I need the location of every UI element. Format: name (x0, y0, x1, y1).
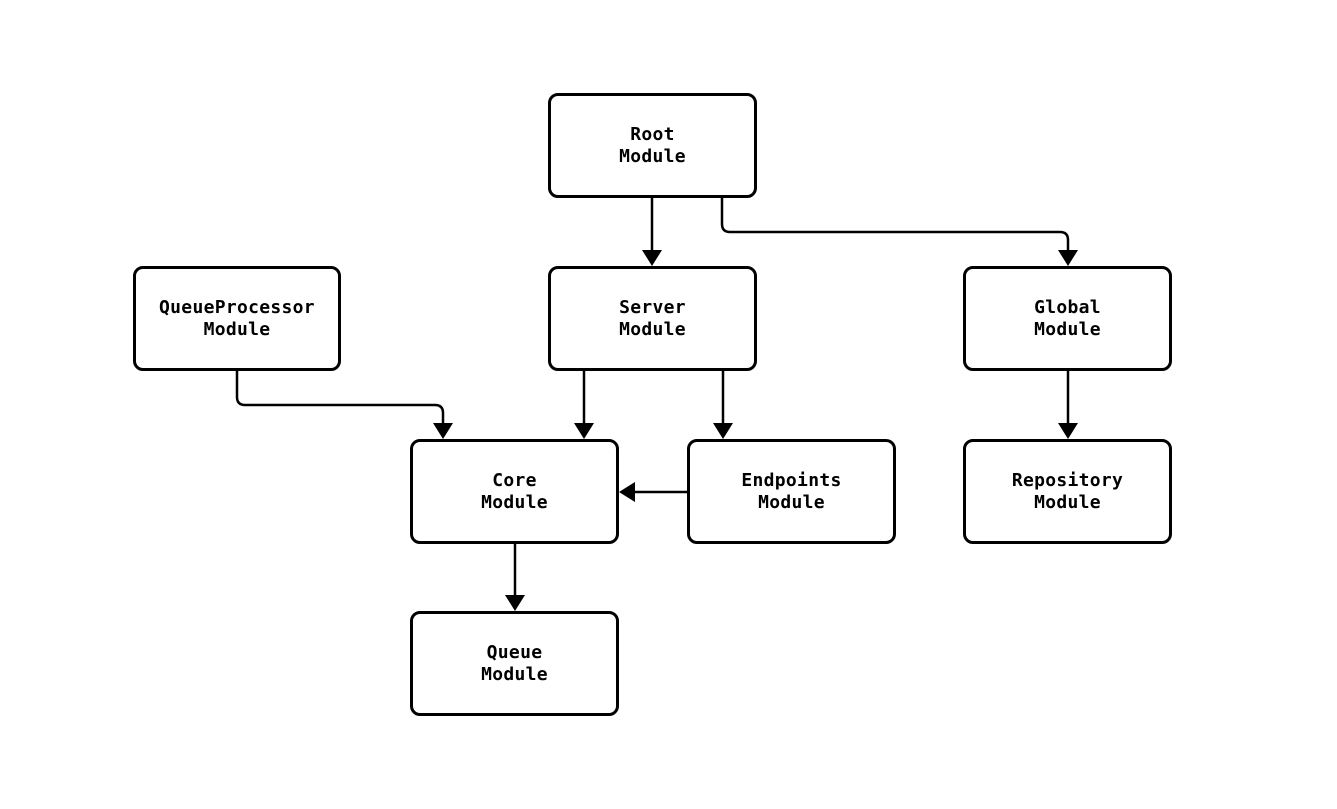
node-label-line: Module (758, 491, 825, 513)
node-label-line: Core (492, 469, 537, 491)
node-label-line: Module (203, 318, 271, 340)
arrowhead-endpoints-to-core (619, 482, 635, 502)
edge-root-to-global (720, 196, 1070, 253)
arrowhead-server-to-core (574, 423, 594, 439)
node-label-line: Repository (1011, 469, 1124, 491)
node-label-line: Module (481, 491, 548, 513)
arrowhead-server-to-endpoints (713, 423, 733, 439)
node-label-line: Module (481, 663, 548, 685)
node-label-line: QueueProcessor (159, 296, 315, 318)
arrowhead-root-to-server (642, 250, 662, 266)
node-label-line: Global (1034, 296, 1101, 318)
node-label-line: Module (619, 318, 686, 340)
arrowhead-global-to-repository (1058, 423, 1078, 439)
node-label-line: Module (1034, 318, 1101, 340)
arrowhead-queueprocessor-to-core (433, 423, 453, 439)
node-label-line: Module (1034, 491, 1101, 513)
node-label-line: Root (630, 123, 675, 145)
edge-queueprocessor-to-core (235, 369, 445, 426)
node-label-line: Queue (486, 641, 543, 663)
node-label-line: Endpoints (741, 469, 842, 491)
arrowhead-root-to-global (1058, 250, 1078, 266)
node-label-line: Module (619, 145, 686, 167)
arrowhead-core-to-queue (505, 595, 525, 611)
node-label-line: Server (619, 296, 686, 318)
